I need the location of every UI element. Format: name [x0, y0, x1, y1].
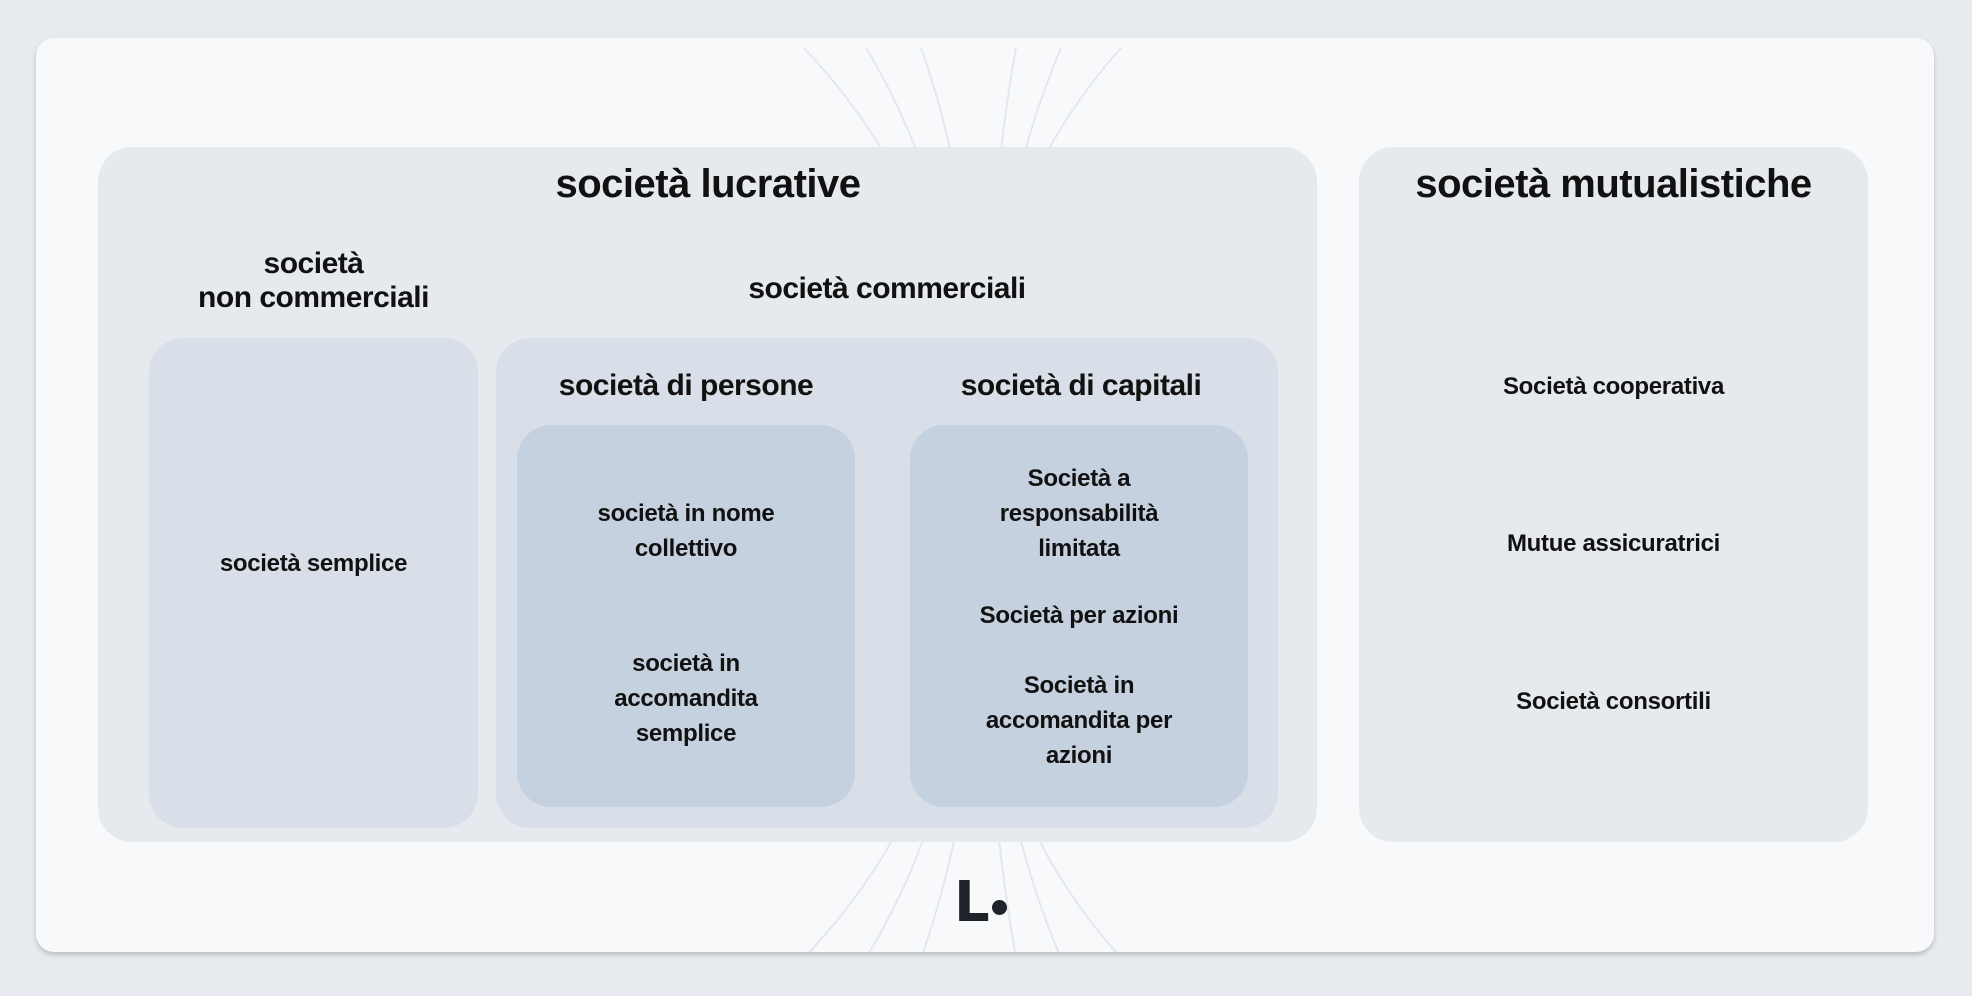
societa-non-commerciali-box — [149, 338, 478, 828]
non-commerciali-title-line1: società — [263, 247, 364, 280]
item-snc-line1: società in nome — [597, 500, 775, 527]
commerciali-title: società commerciali — [748, 272, 1026, 305]
item-sas-line1: società in — [632, 650, 740, 677]
item-srl-line1: Società a — [1027, 465, 1131, 492]
societa-di-persone-box — [517, 425, 855, 807]
mutualistiche-title: società mutualistiche — [1415, 162, 1812, 206]
lucrative-title: società lucrative — [555, 162, 862, 206]
diagram-card: società lucrative società mutualistiche … — [36, 38, 1934, 952]
item-sapa-line1: Società in — [1023, 672, 1135, 699]
item-sas-line3: semplice — [635, 720, 737, 747]
capitali-title: società di capitali — [960, 369, 1202, 402]
brand-logo-dot — [992, 900, 1007, 915]
item-srl-line2: responsabilità — [999, 500, 1159, 527]
item-sapa-line3: azioni — [1045, 742, 1113, 769]
item-snc-line2: collettivo — [634, 535, 738, 562]
persone-title: società di persone — [558, 369, 814, 402]
item-consortili: Società consortili — [1516, 688, 1711, 715]
item-spa: Società per azioni — [979, 602, 1179, 629]
societa-mutualistiche-box — [1359, 147, 1868, 842]
societa-di-capitali-box — [910, 425, 1248, 807]
item-mutue-assicuratrici: Mutue assicuratrici — [1506, 530, 1721, 557]
non-commerciali-title-line2: non commerciali — [198, 281, 429, 314]
item-sas-line2: accomandita — [614, 685, 758, 712]
item-cooperativa: Società cooperativa — [1502, 373, 1725, 400]
item-societa-semplice: società semplice — [219, 550, 408, 577]
item-srl-line3: limitata — [1038, 535, 1120, 562]
item-sapa-line2: accomandita per — [985, 707, 1173, 734]
brand-logo: L — [954, 870, 990, 935]
